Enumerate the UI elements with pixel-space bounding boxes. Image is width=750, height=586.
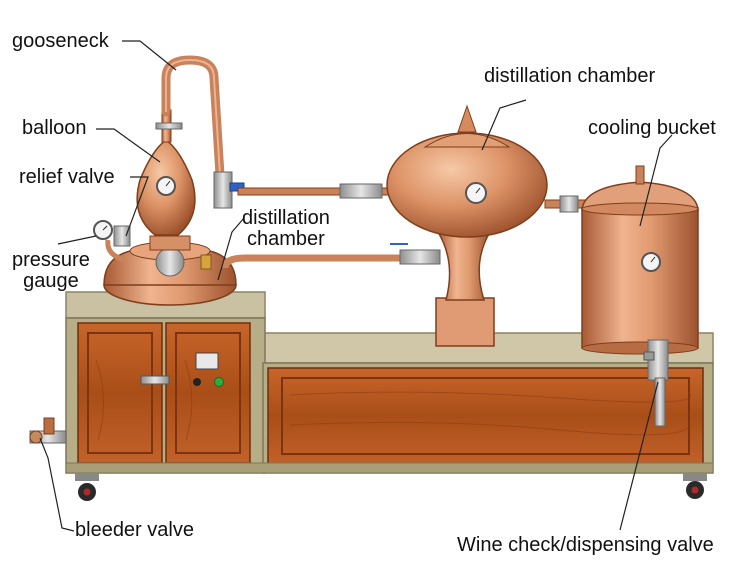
caster-wheel-right	[683, 473, 707, 499]
relief-valve	[113, 225, 131, 247]
label-dispensing-valve: Wine check/dispensing valve	[457, 534, 714, 556]
dispensing-valve	[643, 339, 669, 427]
door-latch	[140, 375, 170, 385]
pot-still	[93, 55, 441, 306]
leader-dispensing-valve	[619, 381, 659, 531]
label-distillation-chamber-large: distillation chamber	[484, 65, 656, 87]
label-gooseneck: gooseneck	[12, 30, 109, 52]
control-knob	[193, 378, 201, 386]
power-button	[214, 377, 224, 387]
label-balloon: balloon	[22, 117, 87, 139]
cooling-bucket-vessel	[581, 165, 699, 355]
leader-distillation-chamber-small	[217, 217, 245, 281]
label-cooling-bucket: cooling bucket	[588, 117, 716, 139]
bleeder-valve	[29, 417, 67, 444]
return-pipe	[221, 254, 415, 269]
cabinet	[65, 291, 714, 501]
caster-wheel-left	[75, 473, 99, 501]
leader-distillation-chamber-large	[481, 99, 527, 151]
leader-gooseneck	[122, 40, 177, 71]
leader-relief-valve	[125, 176, 149, 237]
leader-balloon	[96, 128, 161, 163]
cabinet-door-right	[165, 322, 251, 464]
cabinet-side-panel	[267, 367, 704, 465]
label-pressure-gauge: pressure gauge	[12, 249, 90, 292]
leader-cooling-bucket	[639, 134, 673, 227]
cabinet-door-left	[77, 322, 163, 464]
leader-lines	[39, 40, 673, 532]
leader-pressure-gauge	[57, 235, 97, 245]
label-relief-valve: relief valve	[19, 166, 115, 188]
label-bleeder-valve: bleeder valve	[75, 519, 194, 541]
blue-valve-handle	[229, 182, 245, 192]
distillation-chamber-vessel	[386, 104, 601, 347]
leader-bleeder-valve	[39, 437, 75, 532]
control-display	[195, 352, 219, 370]
label-distillation-chamber-small: distillation chamber	[242, 207, 330, 250]
